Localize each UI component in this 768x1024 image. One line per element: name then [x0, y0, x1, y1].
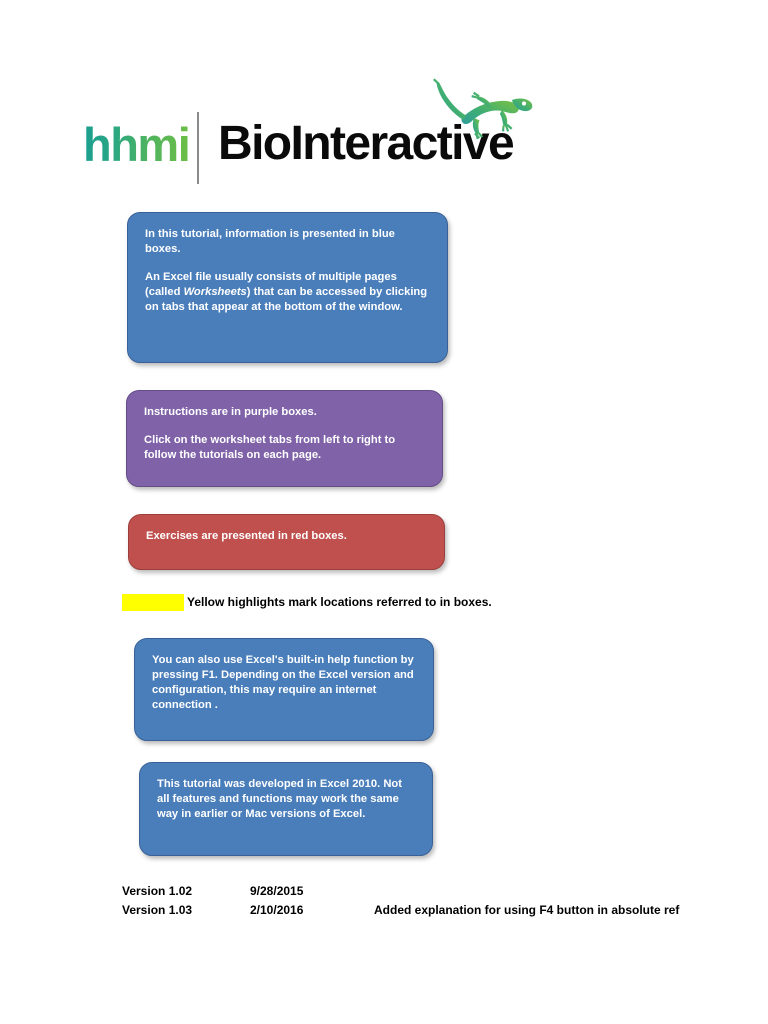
hhmi-wordmark: hhmi — [83, 118, 191, 171]
info-callout-blue: In this tutorial, information is present… — [127, 212, 448, 363]
excel-version-callout-blue: This tutorial was developed in Excel 201… — [139, 762, 433, 856]
info-paragraph-2-post: ) that can be accessed by clicking on ta… — [145, 285, 428, 313]
yellow-highlight-legend: Yellow highlights mark locations referre… — [122, 592, 492, 612]
exercises-callout-red: Exercises are presented in red boxes. — [128, 514, 445, 570]
gecko-icon — [433, 78, 533, 140]
instructions-paragraph-2: Click on the worksheet tabs from left to… — [144, 433, 396, 461]
info-paragraph-1: In this tutorial, information is present… — [145, 228, 395, 255]
excel-version-paragraph-1: This tutorial was developed in Excel 201… — [157, 778, 402, 820]
worksheets-emphasis: Worksheets — [183, 285, 247, 298]
instructions-paragraph-1: Instructions are in purple boxes. — [144, 406, 317, 418]
table-row: Version 1.03 2/10/2016 Added explanation… — [122, 903, 768, 922]
table-row: Version 1.02 9/28/2015 — [122, 884, 768, 903]
biointeractive-wordmark: BioInteractive — [218, 117, 515, 170]
logo-divider — [197, 112, 199, 184]
version-label: Version 1.03 — [122, 903, 193, 917]
version-date: 9/28/2015 — [250, 884, 304, 898]
instructions-callout-purple: Instructions are in purple boxes. Click … — [126, 390, 443, 487]
yellow-swatch — [122, 593, 184, 611]
version-label: Version 1.02 — [122, 884, 193, 898]
help-paragraph-1: You can also use Excel's built-in help f… — [152, 654, 414, 711]
version-history-table: Version 1.02 9/28/2015 Version 1.03 2/10… — [122, 884, 768, 922]
exercises-paragraph-1: Exercises are presented in red boxes. — [146, 530, 347, 542]
info-paragraph-2-pre: An Excel file usually consists of multip… — [145, 270, 397, 298]
hhmi-biointeractive-logo: hhmi BioInteractive — [80, 78, 550, 188]
version-note: Added explanation for using F4 button in… — [374, 903, 680, 917]
version-date: 2/10/2016 — [250, 903, 304, 917]
info-paragraph-2: An Excel file usually consists of multip… — [145, 270, 431, 315]
yellow-highlight-label: Yellow highlights mark locations referre… — [187, 595, 492, 609]
help-callout-blue: You can also use Excel's built-in help f… — [134, 638, 434, 741]
